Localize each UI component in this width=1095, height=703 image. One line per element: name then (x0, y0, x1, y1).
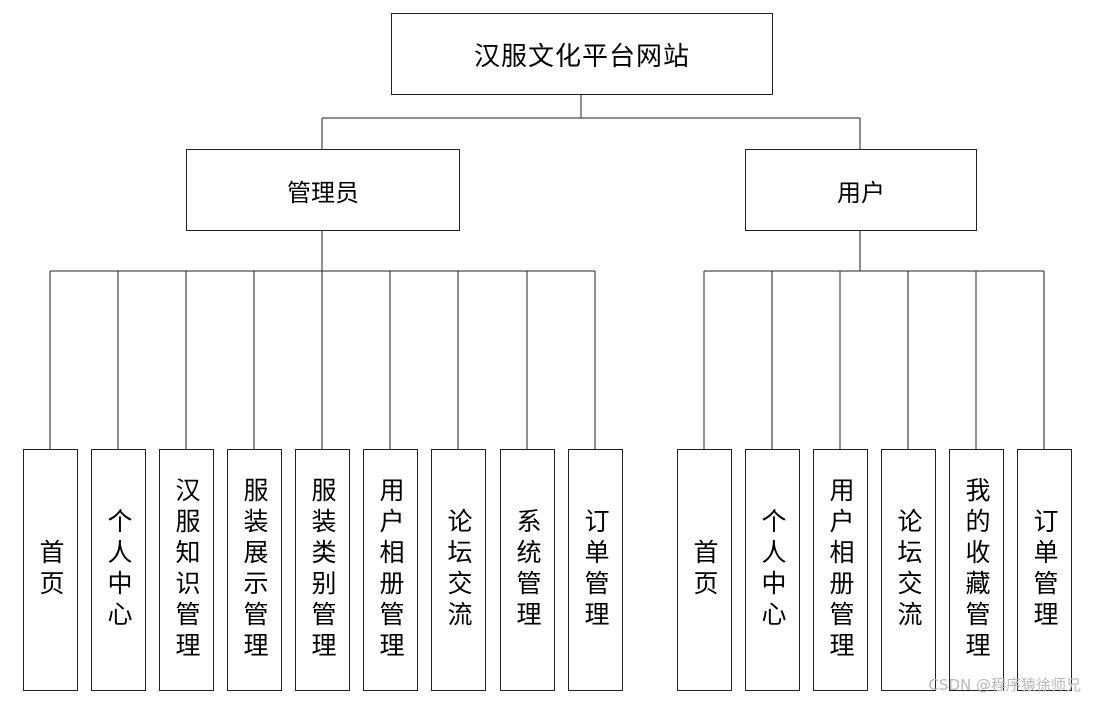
module-label: 个人中心 (104, 508, 133, 632)
module-label: 系统管理 (513, 508, 542, 632)
module-label: 订单管理 (581, 508, 610, 632)
module-label: 服装类别管理 (308, 477, 337, 663)
admin-module-hanfu-knowledge: 汉服知识管理 (159, 449, 214, 691)
module-label: 首页 (36, 539, 65, 601)
module-label: 首页 (690, 539, 719, 601)
user-role-node: 用户 (745, 149, 977, 231)
admin-module-user-album: 用户相册管理 (363, 449, 418, 691)
watermark-text: CSDN @程序猿徐师兄 (928, 676, 1081, 694)
module-label: 订单管理 (1030, 508, 1059, 632)
admin-module-profile: 个人中心 (91, 449, 146, 691)
module-label: 用户相册管理 (826, 477, 855, 663)
module-label: 个人中心 (758, 508, 787, 632)
user-module-home: 首页 (677, 449, 732, 691)
admin-role-node: 管理员 (186, 149, 460, 231)
admin-module-home: 首页 (23, 449, 78, 691)
module-label: 服装展示管理 (240, 477, 269, 663)
admin-module-system: 系统管理 (500, 449, 555, 691)
user-module-forum: 论坛交流 (881, 449, 936, 691)
user-module-profile: 个人中心 (745, 449, 800, 691)
module-label: 论坛交流 (444, 508, 473, 632)
user-role-label: 用户 (837, 178, 885, 207)
module-label: 论坛交流 (894, 508, 923, 632)
admin-module-clothing-category: 服装类别管理 (295, 449, 350, 691)
root-node-label: 汉服文化平台网站 (473, 41, 690, 72)
admin-module-clothing-display: 服装展示管理 (227, 449, 282, 691)
module-label: 用户相册管理 (376, 477, 405, 663)
module-label: 汉服知识管理 (172, 477, 201, 663)
admin-module-orders: 订单管理 (568, 449, 623, 691)
user-module-orders: 订单管理 (1017, 449, 1072, 691)
module-label: 我的收藏管理 (962, 477, 991, 663)
admin-module-forum: 论坛交流 (431, 449, 486, 691)
user-module-favorites: 我的收藏管理 (949, 449, 1004, 691)
admin-role-label: 管理员 (287, 178, 359, 207)
root-node: 汉服文化平台网站 (391, 13, 773, 95)
user-module-album: 用户相册管理 (813, 449, 868, 691)
